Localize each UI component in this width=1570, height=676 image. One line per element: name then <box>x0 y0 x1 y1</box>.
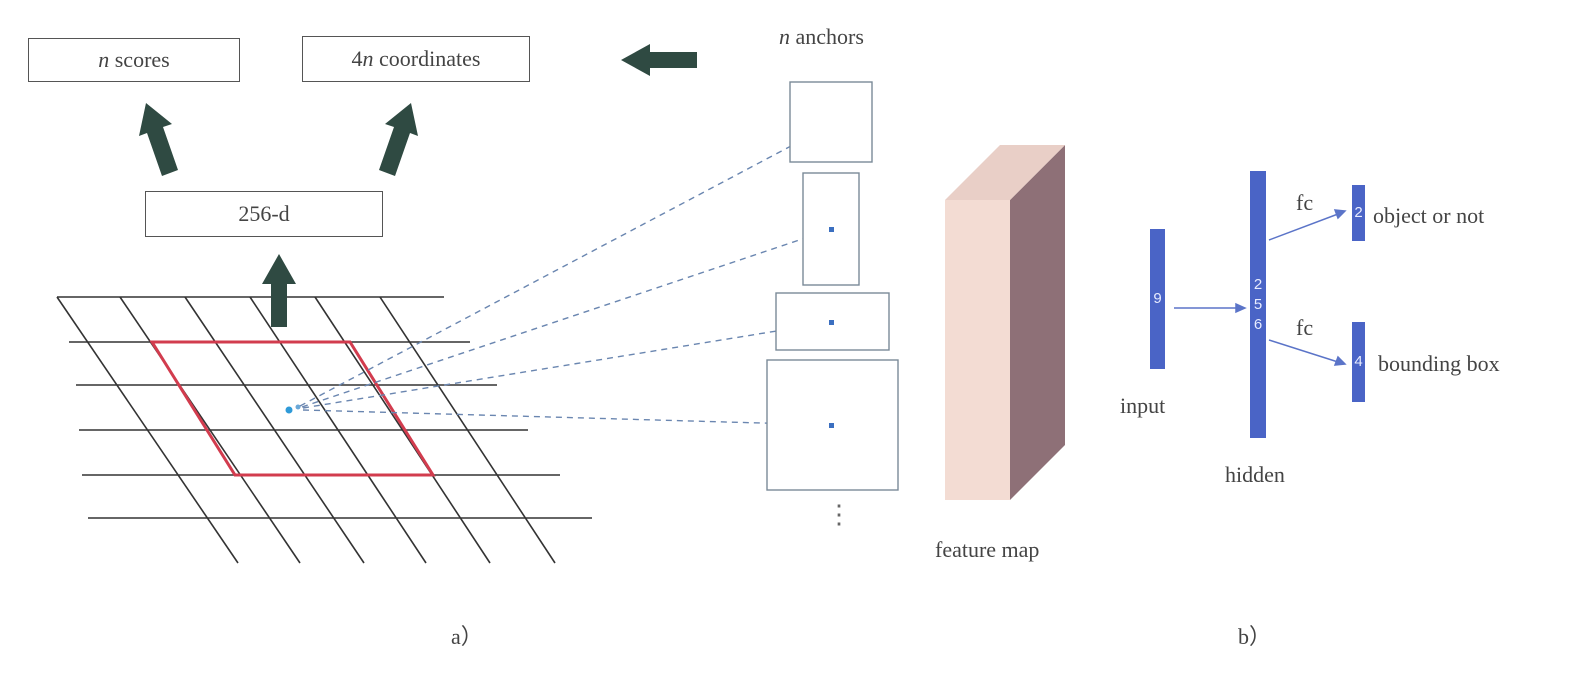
regression-bar: 4 <box>1352 322 1365 402</box>
hidden-bar-digit-2: 5 <box>1253 295 1263 313</box>
scores-box: n scores <box>28 38 240 82</box>
feature-vector-label: 256-d <box>238 201 290 226</box>
anchors-ellipsis: ⋮ <box>826 500 852 529</box>
feature-map-label: feature map <box>935 537 1040 562</box>
input-label: input <box>1120 393 1166 418</box>
hidden-label: hidden <box>1225 462 1285 487</box>
feature-vector-box: 256-d <box>145 191 383 237</box>
input-bar: 9 <box>1150 229 1165 369</box>
input-bar-value: 9 <box>1153 290 1162 307</box>
hidden-bar: 2 5 6 <box>1250 171 1266 438</box>
caption-a: a） <box>451 624 483 649</box>
regression-label: bounding box <box>1378 351 1500 376</box>
anchors-title: n anchors <box>779 24 864 50</box>
fc-bottom-label: fc <box>1296 315 1314 340</box>
arrows <box>139 44 697 327</box>
anchor-boxes <box>766 81 899 491</box>
fc-top-label: fc <box>1296 190 1314 215</box>
fc-connections <box>1174 209 1347 366</box>
regression-bar-value: 4 <box>1354 353 1363 370</box>
scores-var: n <box>98 47 110 72</box>
scores-text: scores <box>109 47 170 72</box>
anchors-var: n <box>779 24 790 49</box>
anchor-centers <box>829 227 834 428</box>
coordinates-multiplier: 4 <box>351 46 363 71</box>
classification-bar-value: 2 <box>1354 204 1363 221</box>
hidden-bar-digit-1: 2 <box>1253 275 1263 293</box>
caption-b: b） <box>1238 624 1272 649</box>
anchors-text: anchors <box>790 24 864 49</box>
window-center-dot <box>285 406 293 414</box>
coordinates-text: coordinates <box>373 46 481 71</box>
coordinates-box: 4 n coordinates <box>302 36 530 82</box>
projection-lines <box>299 127 833 426</box>
classification-bar: 2 <box>1352 185 1365 241</box>
sliding-window <box>149 340 436 477</box>
feature-map-block <box>945 145 1065 500</box>
classification-label: object or not <box>1373 203 1485 228</box>
hidden-bar-digit-3: 6 <box>1253 315 1263 333</box>
coordinates-var: n <box>362 46 374 71</box>
